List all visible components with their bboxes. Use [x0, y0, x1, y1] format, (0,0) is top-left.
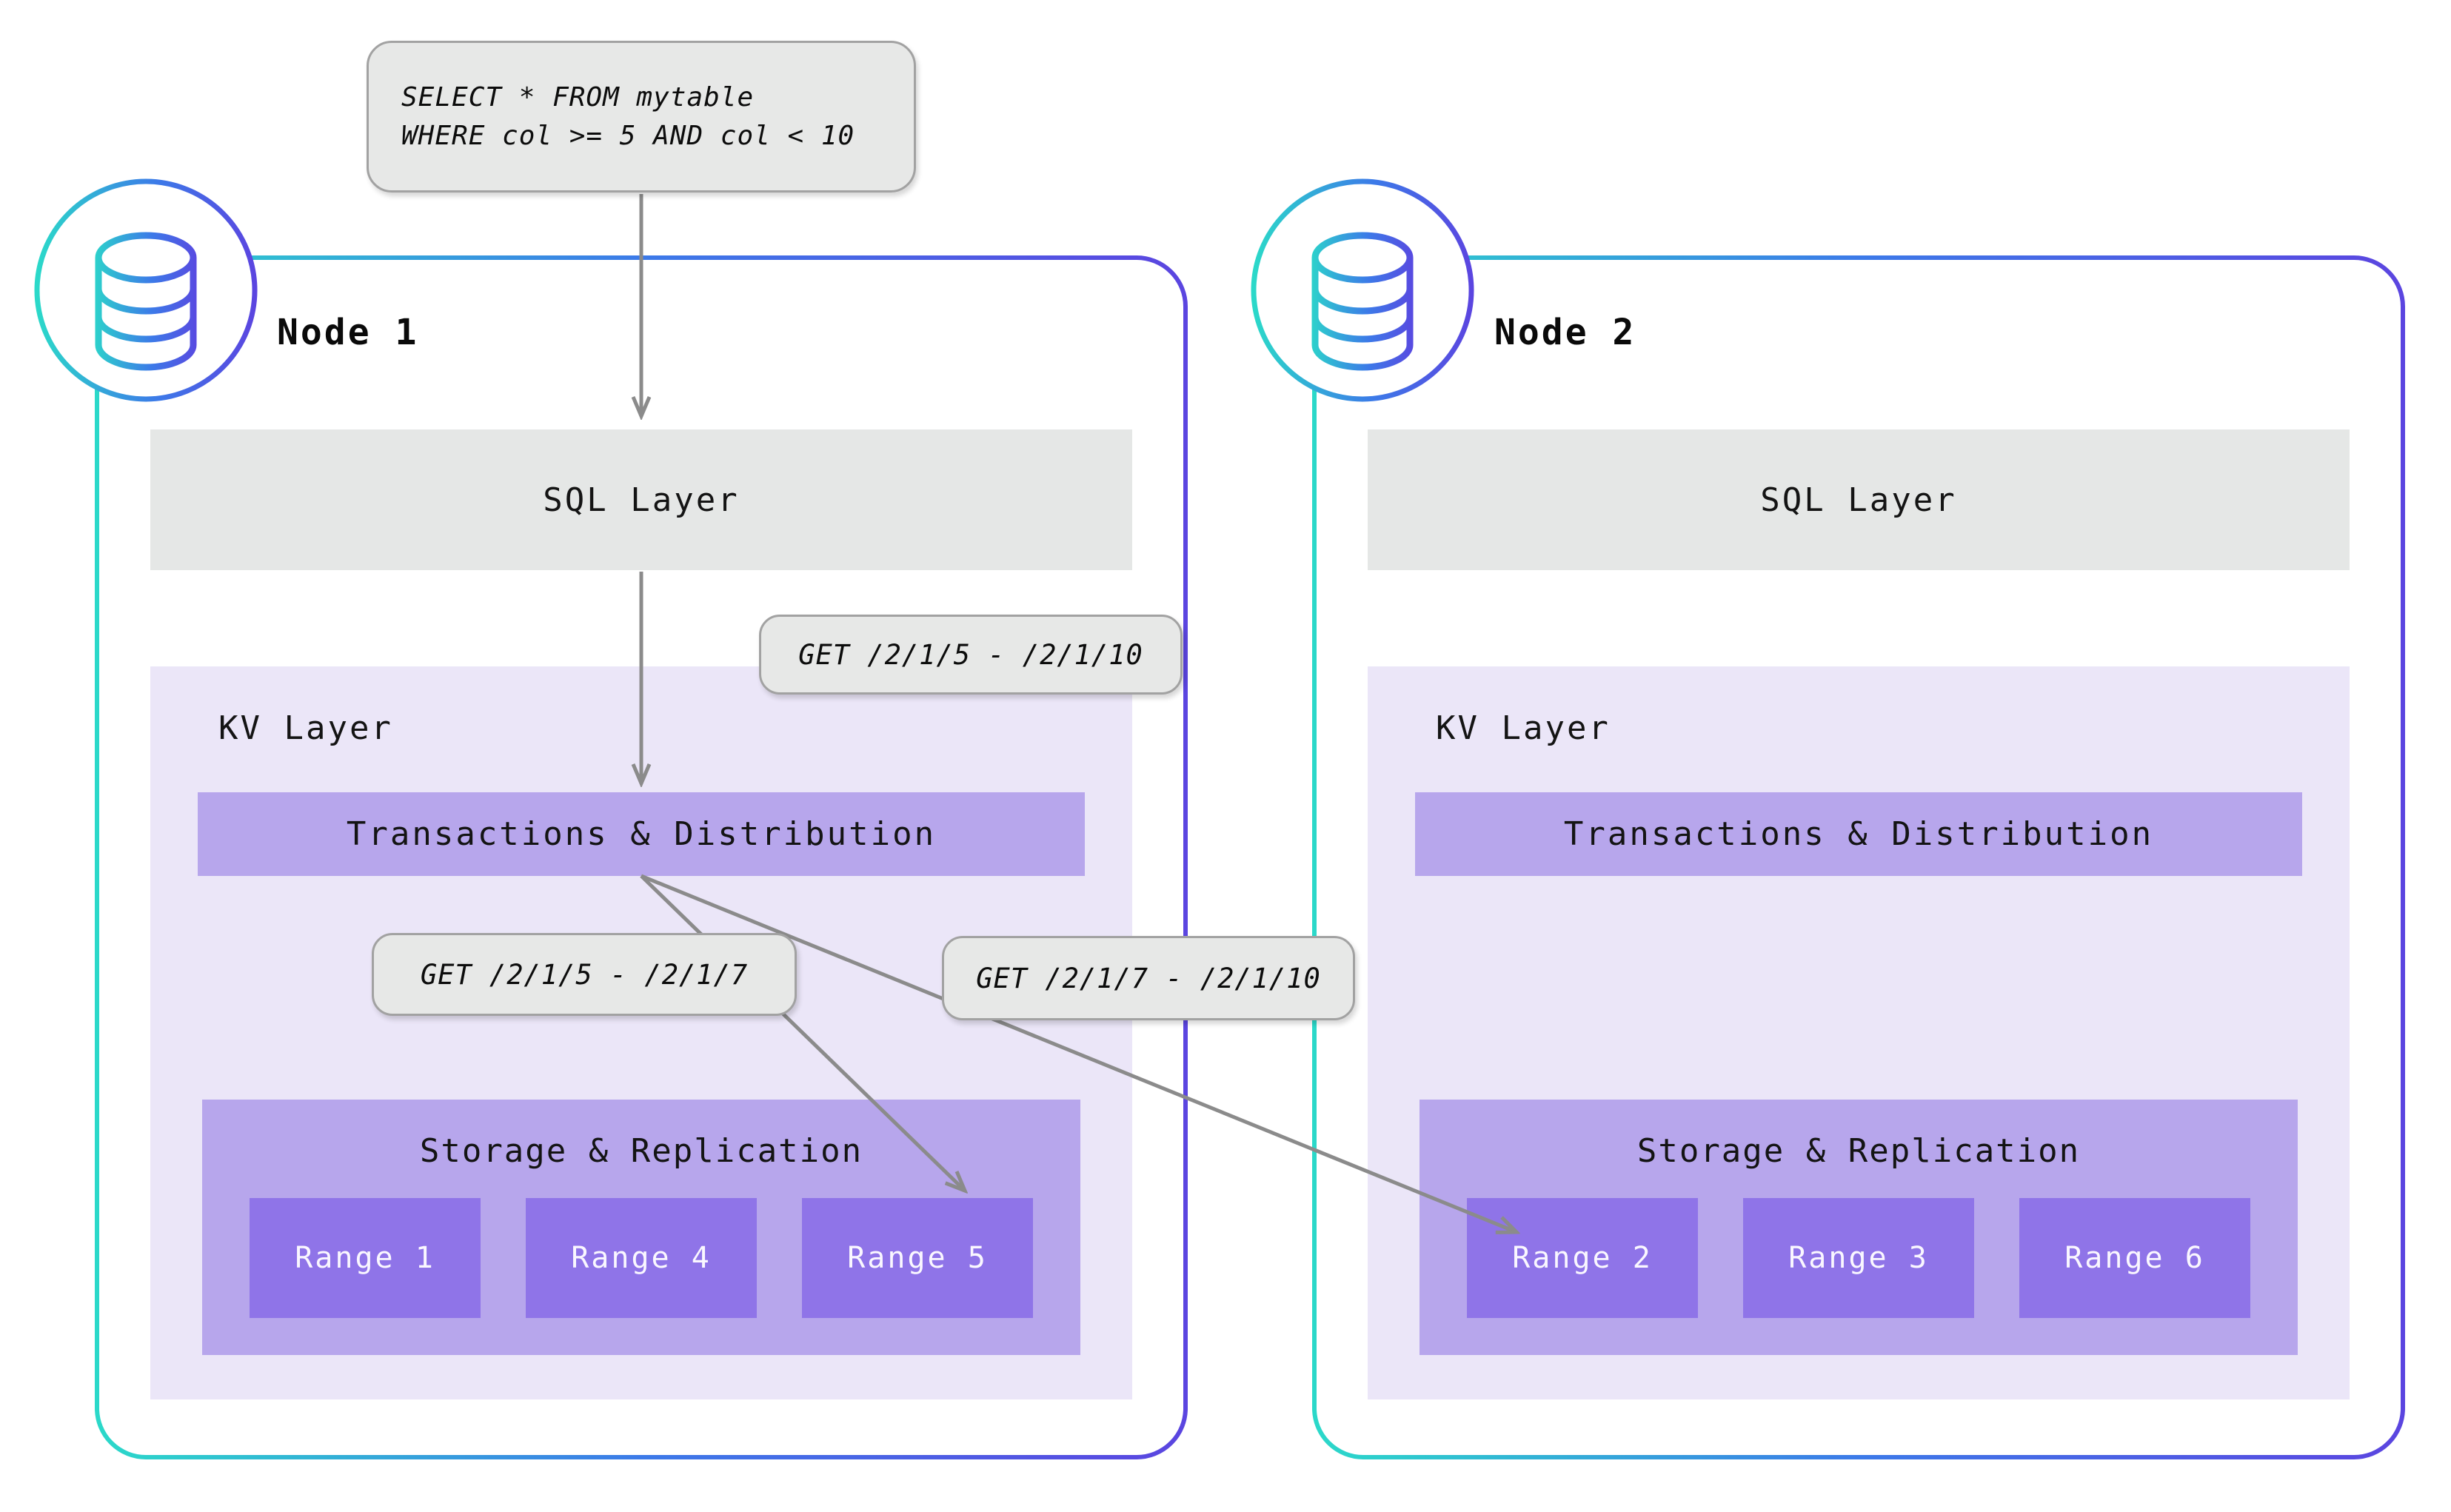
range-row: Range 2 Range 3 Range 6	[1420, 1198, 2298, 1318]
storage-replication-label: Storage & Replication	[419, 1132, 863, 1170]
sql-layer-box: SQL Layer	[1368, 429, 2350, 570]
node-2-badge	[1251, 178, 1474, 402]
storage-replication-label: Storage & Replication	[1636, 1132, 2081, 1170]
range-box: Range 1	[250, 1198, 481, 1318]
sql-query-label: SELECT * FROM mytable WHERE col >= 5 AND…	[367, 41, 916, 193]
sql-query-line-2: WHERE col >= 5 AND col < 10	[401, 120, 855, 151]
get-range-label-full: GET /2/1/5 - /2/1/10	[759, 615, 1183, 695]
get-range-label-right: GET /2/1/7 - /2/1/10	[942, 936, 1355, 1020]
sql-query-line-1: SELECT * FROM mytable	[401, 81, 755, 113]
range-box: Range 3	[1743, 1198, 1974, 1318]
node-2-title: Node 2	[1494, 312, 1636, 353]
range-box: Range 6	[2019, 1198, 2250, 1318]
range-box: Range 5	[802, 1198, 1033, 1318]
transactions-distribution-label: Transactions & Distribution	[1563, 815, 2154, 853]
sql-layer-label: SQL Layer	[1760, 481, 1957, 519]
database-icon	[1311, 232, 1414, 371]
database-icon	[95, 232, 197, 371]
sql-layer-box: SQL Layer	[150, 429, 1132, 570]
node-2-panel: Node 2 SQL Layer KV Layer Transactions &…	[1312, 255, 2405, 1455]
range-row: Range 1 Range 4 Range 5	[202, 1198, 1080, 1318]
transactions-distribution-bar: Transactions & Distribution	[198, 792, 1085, 876]
storage-replication-box: Storage & Replication Range 2 Range 3 Ra…	[1420, 1100, 2298, 1355]
transactions-distribution-bar: Transactions & Distribution	[1415, 792, 2302, 876]
sql-layer-label: SQL Layer	[543, 481, 740, 519]
transactions-distribution-label: Transactions & Distribution	[346, 815, 937, 853]
range-box: Range 2	[1467, 1198, 1698, 1318]
storage-replication-box: Storage & Replication Range 1 Range 4 Ra…	[202, 1100, 1080, 1355]
node-1-panel: Node 1 SQL Layer KV Layer Transactions &…	[95, 255, 1188, 1455]
node-1-badge	[34, 178, 258, 402]
kv-layer-label: KV Layer	[1436, 709, 1611, 747]
node-1-title: Node 1	[277, 312, 419, 353]
node-2-outline	[1312, 255, 2405, 1459]
kv-layer-box: KV Layer Transactions & Distribution Sto…	[1368, 666, 2350, 1399]
get-range-label-left: GET /2/1/5 - /2/1/7	[372, 933, 797, 1016]
range-box: Range 4	[526, 1198, 757, 1318]
kv-layer-box: KV Layer Transactions & Distribution Sto…	[150, 666, 1132, 1399]
kv-layer-label: KV Layer	[218, 709, 393, 747]
